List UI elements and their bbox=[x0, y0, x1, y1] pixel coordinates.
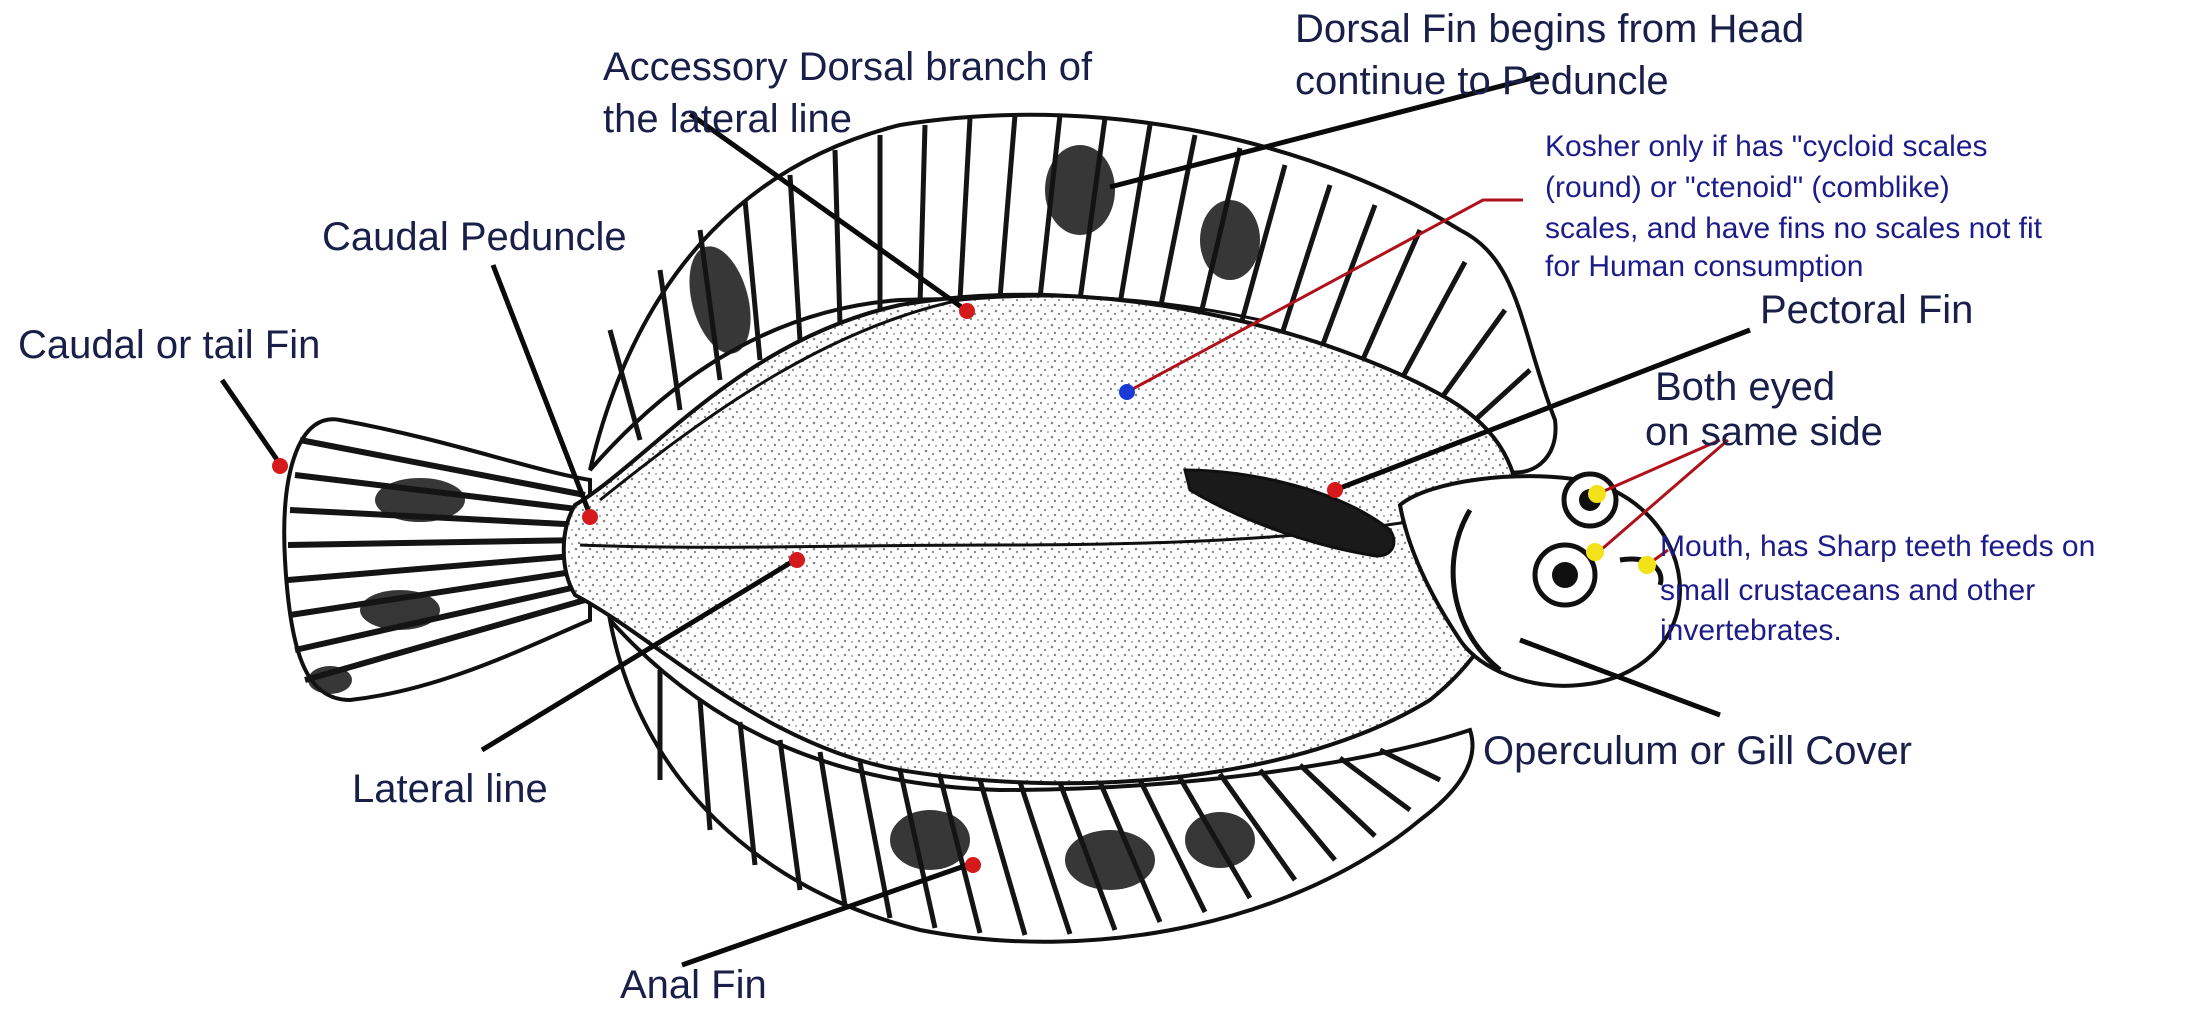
marker-eye-upper bbox=[1588, 485, 1606, 503]
marker-caudal-fin bbox=[272, 458, 288, 474]
marker-pectoral-fin bbox=[1327, 482, 1343, 498]
label-accessory-dorsal-line-2: the lateral line bbox=[603, 97, 852, 141]
label-accessory-dorsal-line-1: Accessory Dorsal branch of bbox=[603, 45, 1093, 89]
label-dorsal-fin-line-2: continue to Peduncle bbox=[1295, 59, 1669, 103]
mouth-note-line-3: invertebrates. bbox=[1660, 614, 1842, 647]
label-pectoral-fin: Pectoral Fin bbox=[1760, 288, 1973, 332]
upper-eye bbox=[1564, 474, 1616, 526]
label-lateral-line: Lateral line bbox=[352, 767, 548, 811]
marker-accessory-dorsal bbox=[959, 303, 975, 319]
label-operculum: Operculum or Gill Cover bbox=[1483, 729, 1912, 773]
kosher-note-line-2: (round) or "ctenoid" (comblike) bbox=[1545, 171, 1950, 204]
label-anal-fin: Anal Fin bbox=[620, 963, 767, 1006]
label-both-eyed-line-1: Both eyed bbox=[1655, 365, 1835, 409]
marker-lateral-line bbox=[789, 552, 805, 568]
lower-eye bbox=[1535, 545, 1595, 605]
leader-caudal-fin bbox=[222, 380, 280, 464]
kosher-note-line-4: for Human consumption bbox=[1545, 250, 1864, 283]
marker-mouth bbox=[1638, 556, 1656, 574]
label-caudal-fin: Caudal or tail Fin bbox=[18, 323, 320, 367]
kosher-note-line-1: Kosher only if has "cycloid scales bbox=[1545, 130, 1988, 163]
label-dorsal-fin-line-1: Dorsal Fin begins from Head bbox=[1295, 7, 1804, 51]
marker-anal-fin bbox=[965, 857, 981, 873]
label-both-eyed-line-2: on same side bbox=[1645, 410, 1883, 454]
marker-eye-lower bbox=[1586, 543, 1604, 561]
kosher-note-line-3: scales, and have fins no scales not fit bbox=[1545, 212, 2043, 245]
mouth-note-line-2: small crustaceans and other bbox=[1660, 574, 2035, 607]
label-caudal-peduncle: Caudal Peduncle bbox=[322, 215, 627, 259]
marker-caudal-peduncle bbox=[582, 509, 598, 525]
mouth-note-line-1: Mouth, has Sharp teeth feeds on bbox=[1660, 530, 2095, 563]
marker-kosher-note bbox=[1119, 384, 1135, 400]
